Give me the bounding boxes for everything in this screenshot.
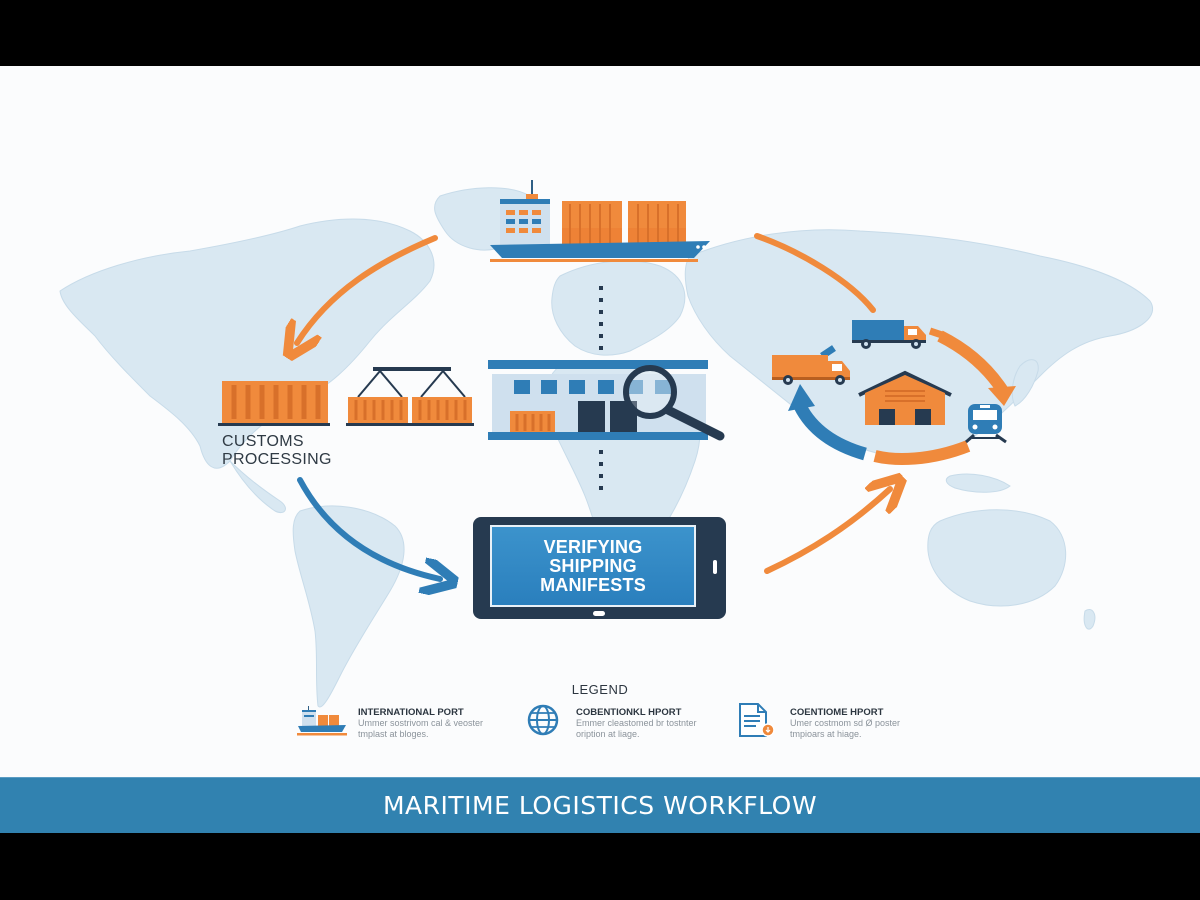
legend-item-name: INTERNATIONAL PORT: [358, 707, 464, 718]
distribution-cycle: [788, 327, 1016, 465]
tablet-label-line3: MANIFESTS: [540, 574, 646, 595]
manifest-tablet: VERIFYING SHIPPING MANIFESTS: [473, 517, 726, 619]
customs-processing-label: CUSTOMS PROCESSING: [222, 433, 362, 469]
legend-item-desc: Ummer sostrivom cal & veoster tmplast at…: [358, 718, 508, 740]
legend-item-international-port: INTERNATIONAL PORT Ummer sostrivom cal &…: [296, 706, 506, 742]
flow-arrows: [0, 233, 1016, 777]
document-icon: [739, 703, 775, 737]
legend-desc-line2: tmplast at bloges.: [358, 729, 429, 739]
train-icon: [965, 404, 1007, 444]
tablet-screen: VERIFYING SHIPPING MANIFESTS: [490, 525, 696, 607]
tablet-home-button: [593, 611, 605, 616]
legend-item-name: COBENTIONKL HPORT: [576, 707, 682, 718]
tablet-label-line1: VERIFYING: [543, 536, 643, 557]
containers-crane-icon: [218, 367, 474, 426]
legend-desc-line2: oription at liage.: [576, 729, 640, 739]
customs-label-line2: PROCESSING: [222, 451, 332, 468]
legend-item-desc: Umer costmom sd Ø poster tmpioars at hia…: [790, 718, 940, 740]
legend-desc-line1: Umer costmom sd Ø poster: [790, 718, 901, 728]
legend-item-customs-port: COENTIOME HPORT Umer costmom sd Ø poster…: [738, 703, 948, 742]
legend-item-name: COENTIOME HPORT: [790, 707, 884, 718]
tablet-side-button: [713, 560, 717, 574]
ship-icon: [297, 706, 347, 736]
legend-item-desc: Emmer cleastomed br tostnter oription at…: [576, 718, 726, 740]
arrow-tablet-to-distribution: [764, 489, 890, 574]
arrow-customs-to-tablet: [297, 477, 440, 579]
legend-desc-line1: Emmer cleastomed br tostnter: [576, 718, 697, 728]
diagram-canvas: CUSTOMS PROCESSING VERIFYING SHIPPING MA…: [0, 66, 1200, 777]
customs-label-line1: CUSTOMS: [222, 433, 304, 450]
legend-desc-line2: tmpioars at hiage.: [790, 729, 862, 739]
arrow-ship-to-distribution: [754, 233, 876, 313]
warehouse-magnifier-icon: [488, 360, 725, 441]
arrow-ship-to-customs: [297, 235, 438, 343]
orange-truck-icon: [772, 355, 850, 385]
legend-item-conventional-port: COBENTIONKL HPORT Emmer cleastomed br to…: [520, 704, 730, 742]
title-banner: MARITIME LOGISTICS WORKFLOW: [0, 777, 1200, 833]
warehouse-icon: [858, 370, 952, 425]
container-ship-icon: [490, 180, 710, 262]
tablet-label-line2: SHIPPING: [549, 555, 637, 576]
verifying-manifests-label: VERIFYING SHIPPING MANIFESTS: [540, 536, 646, 595]
diagram-title: MARITIME LOGISTICS WORKFLOW: [382, 791, 818, 820]
legend-title: LEGEND: [571, 682, 629, 697]
legend-desc-line1: Ummer sostrivom cal & veoster: [358, 718, 484, 728]
globe-icon: [527, 704, 559, 736]
blue-truck-icon: [852, 320, 926, 349]
